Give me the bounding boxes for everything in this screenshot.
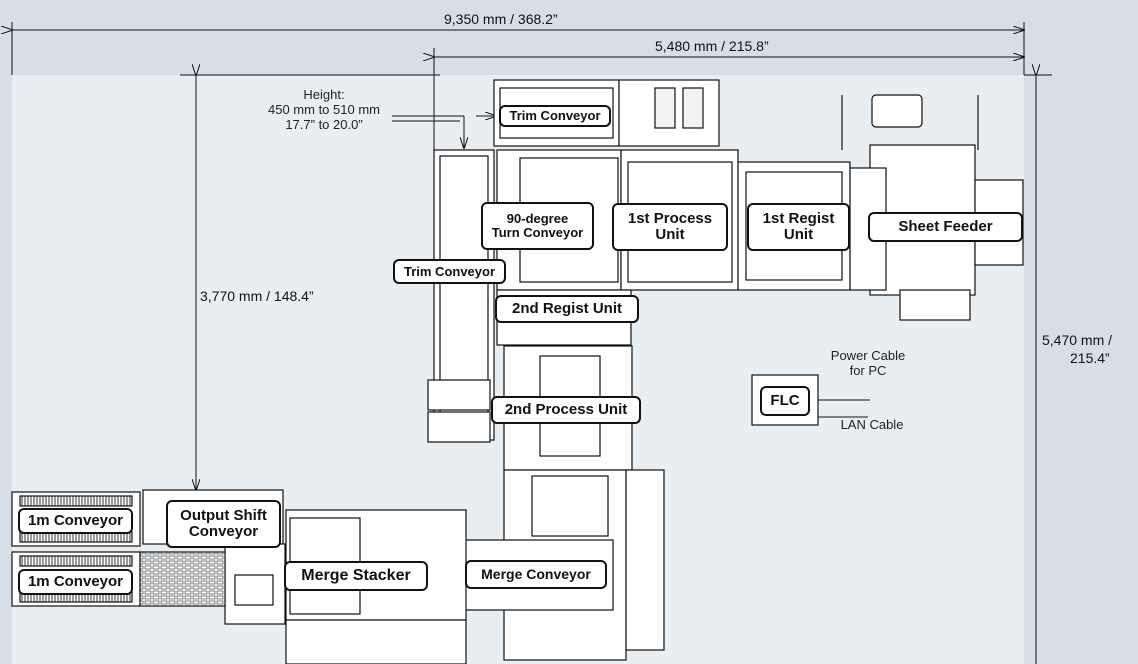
- label-turn-conveyor-line1: 90-degree: [506, 211, 569, 227]
- label-first-process-line2: Unit: [655, 226, 685, 243]
- label-merge-conveyor: Merge Conveyor: [465, 560, 607, 589]
- label-first-process-line1: 1st Process: [627, 210, 713, 228]
- label-trim-conveyor-top: Trim Conveyor: [499, 105, 611, 127]
- label-conveyor-1m-bottom: 1m Conveyor: [18, 569, 133, 595]
- label-output-shift-line1: Output Shift: [180, 507, 267, 525]
- label-turn-conveyor: 90-degree Turn Conveyor: [481, 202, 594, 250]
- right-height-dimension-line1: 5,470 mm /: [1042, 332, 1113, 348]
- label-merge-stacker: Merge Stacker: [284, 561, 428, 591]
- power-cable-line2: for PC: [849, 362, 887, 378]
- label-trim-conveyor-left: Trim Conveyor: [393, 259, 506, 284]
- label-first-regist: 1st Regist Unit: [747, 203, 850, 251]
- label-sheet-feeder: Sheet Feeder: [868, 212, 1023, 242]
- feeder-width-dimension: 5,480 mm / 215.8”: [655, 38, 769, 54]
- height-note-inch: 17.7” to 20.0”: [285, 116, 363, 132]
- total-width-dimension: 9,350 mm / 368.2”: [444, 11, 558, 27]
- label-second-process: 2nd Process Unit: [491, 396, 641, 424]
- power-cable-line1: Power Cable: [830, 348, 906, 363]
- label-second-regist: 2nd Regist Unit: [495, 295, 639, 323]
- power-cable-note: Power Cable for PC: [818, 348, 918, 379]
- label-conveyor-1m-top: 1m Conveyor: [18, 508, 133, 534]
- label-first-process: 1st Process Unit: [612, 203, 728, 251]
- label-flc: FLC: [760, 386, 810, 416]
- label-turn-conveyor-line2: Turn Conveyor: [491, 225, 584, 240]
- label-first-regist-line1: 1st Regist: [762, 210, 835, 228]
- label-first-regist-line2: Unit: [783, 226, 814, 243]
- label-output-shift: Output Shift Conveyor: [166, 500, 281, 548]
- height-note-mm: 450 mm to 510 mm: [268, 101, 380, 117]
- left-height-dimension: 3,770 mm / 148.4”: [200, 288, 314, 304]
- height-note-title: Height:: [303, 87, 345, 102]
- label-output-shift-line2: Conveyor: [188, 523, 259, 540]
- height-note: Height: 450 mm to 510 mm 17.7” to 20.0”: [258, 87, 390, 133]
- lan-cable-note: LAN Cable: [840, 417, 904, 432]
- right-height-dimension-line2: 215.4”: [1070, 350, 1110, 366]
